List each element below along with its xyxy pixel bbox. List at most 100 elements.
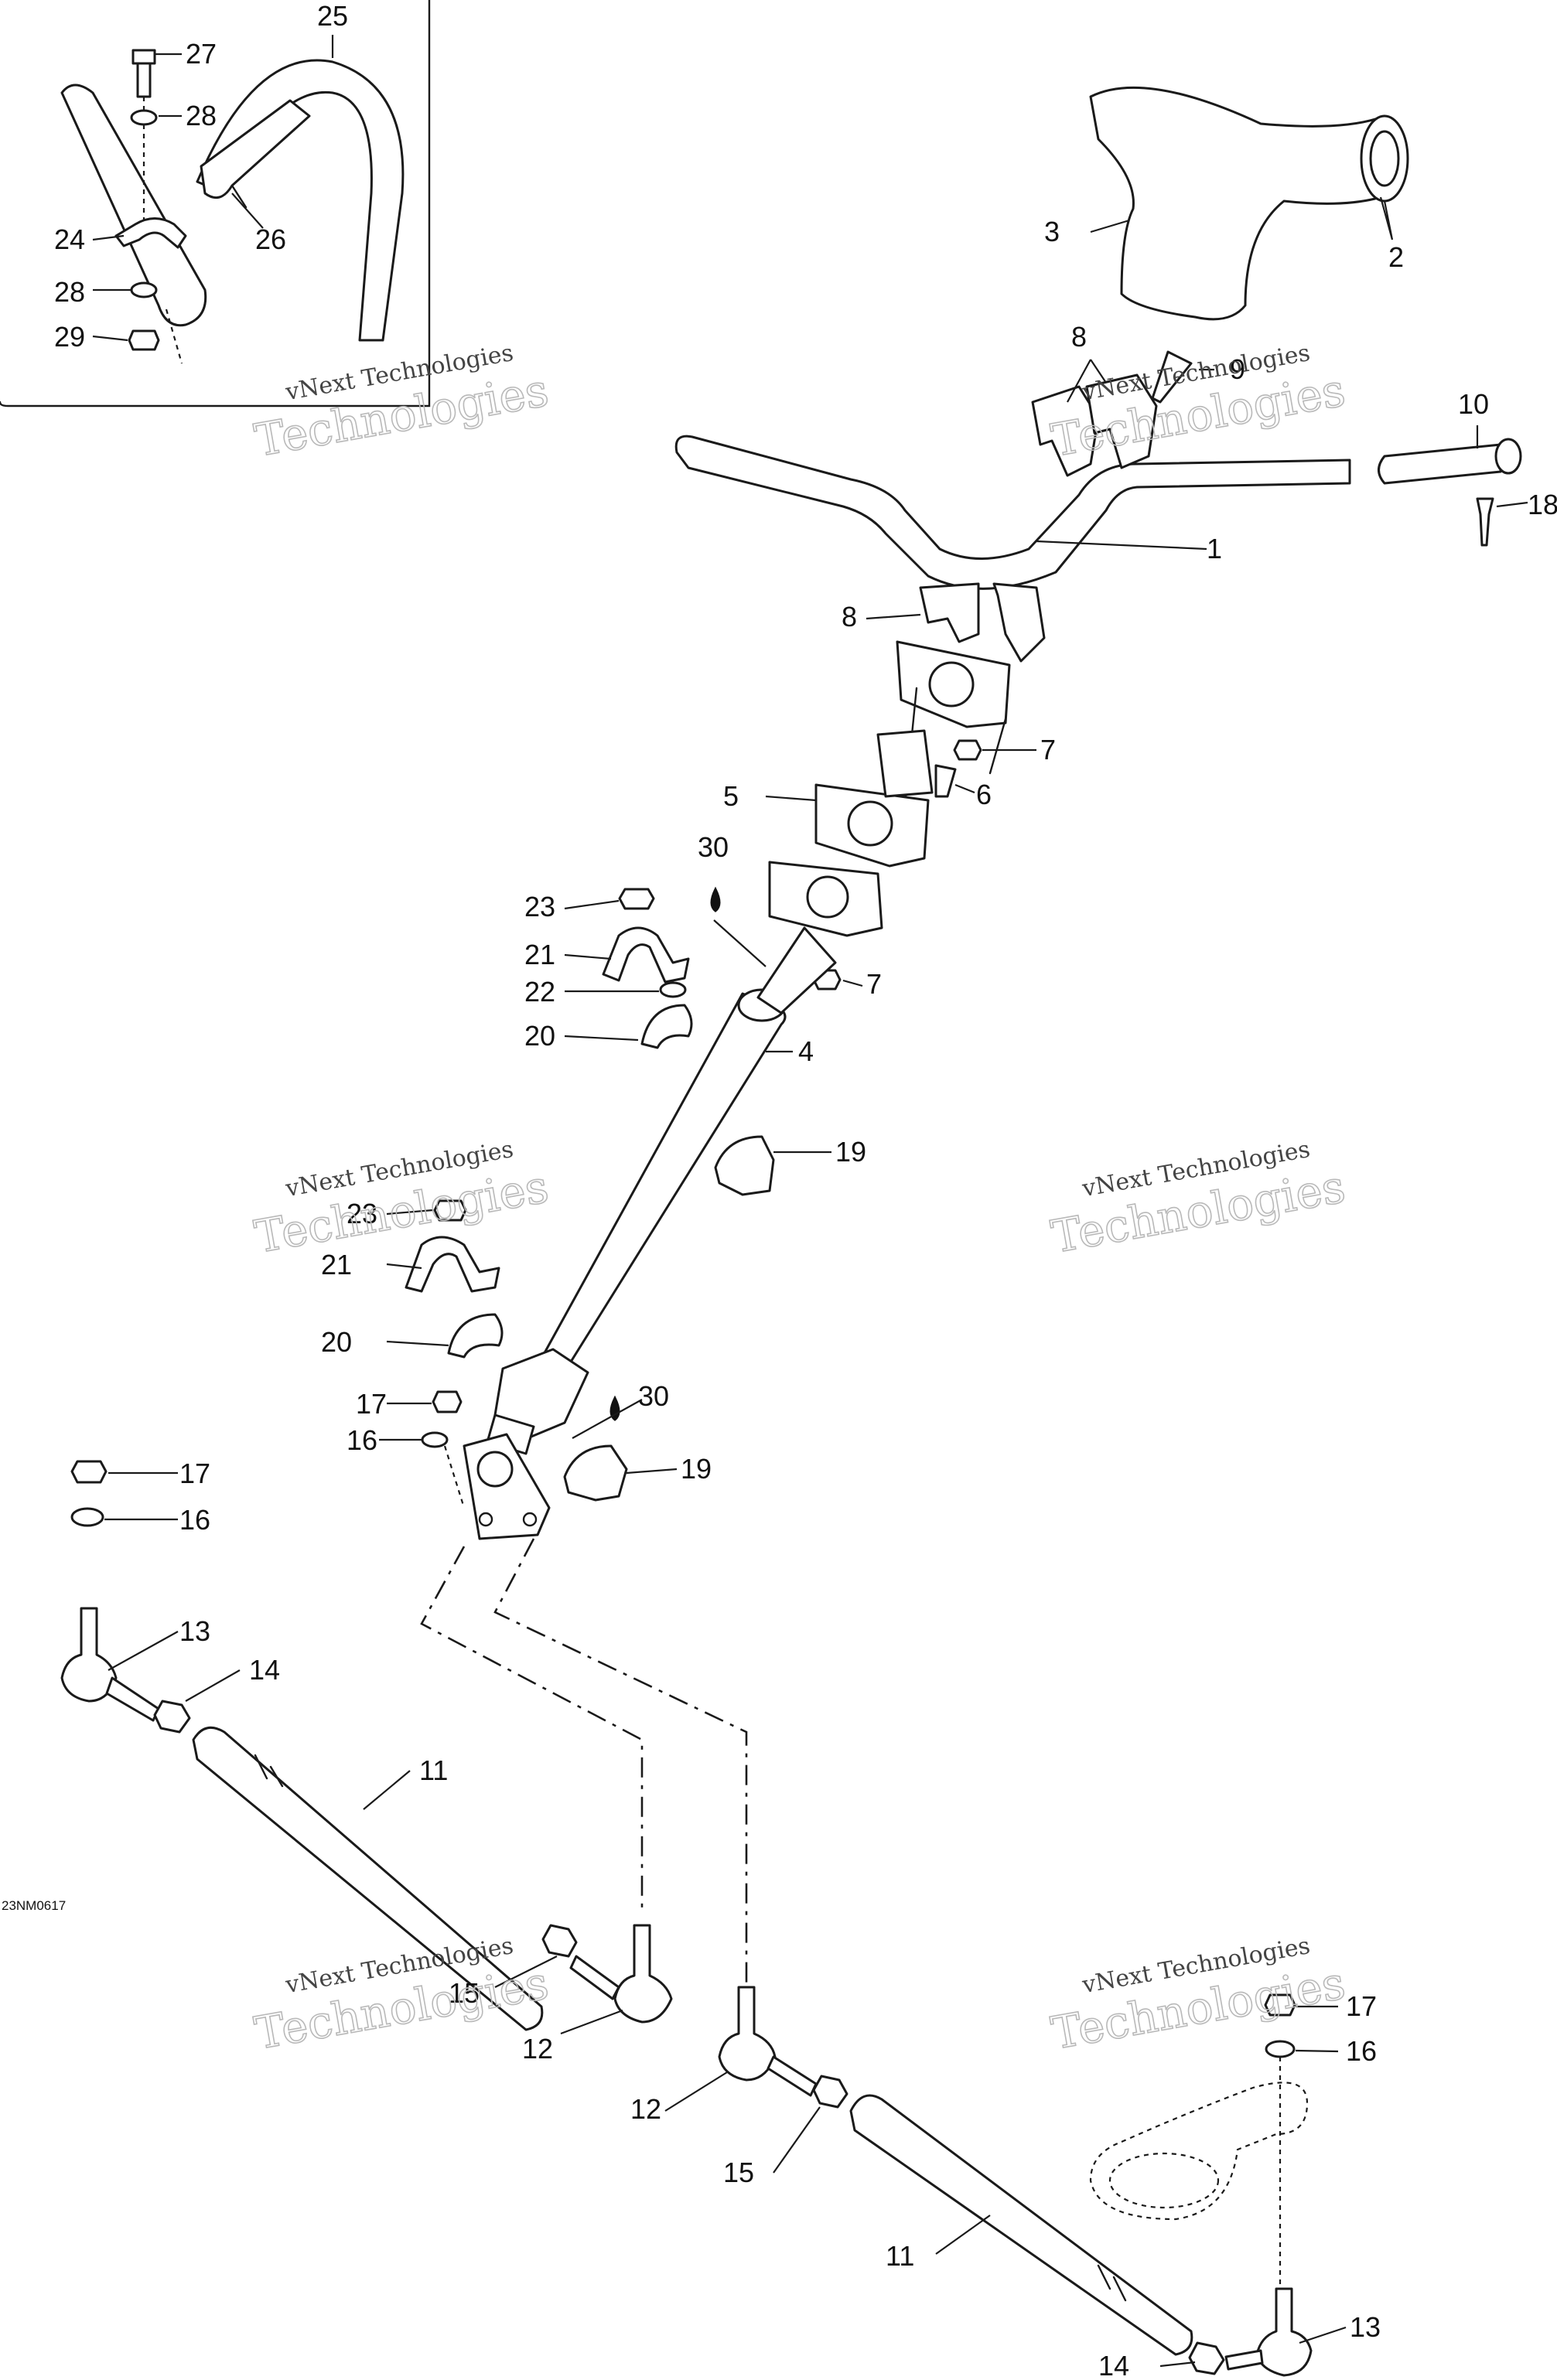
handlebar-cover-part-3 — [1089, 86, 1404, 321]
tie-rod-part-11a — [192, 1726, 544, 2031]
callout-13b: 13 — [1350, 2311, 1381, 2343]
washer-part-16b — [421, 1431, 449, 1448]
rivet-part-18 — [1476, 497, 1494, 547]
tie-rod-part-11b — [849, 2094, 1193, 2356]
callout-21a: 21 — [524, 939, 555, 970]
callout-17c: 17 — [1346, 1990, 1377, 2022]
ball-joint-part-13a — [60, 1607, 118, 1703]
callout-16c: 16 — [1346, 2035, 1377, 2067]
callout-12a: 12 — [522, 2033, 553, 2065]
lower-bearing-set — [405, 1199, 628, 1509]
bearing-half-part-20a — [640, 1004, 693, 1049]
callout-17b: 17 — [356, 1388, 387, 1420]
washer-part-28 — [130, 109, 158, 126]
callout-10: 10 — [1458, 388, 1489, 420]
drawing-code: 23NM0617 — [2, 1898, 66, 1913]
washer-part-16c — [1265, 2040, 1296, 2058]
callout-6: 6 — [976, 779, 992, 810]
bearing-half-part-20b — [447, 1313, 504, 1359]
callout-23b: 23 — [347, 1198, 377, 1229]
callout-8b: 8 — [842, 601, 857, 633]
bearing-clamp-part-21a — [602, 926, 690, 984]
nut-part-23b — [433, 1199, 467, 1222]
callout-22: 22 — [524, 976, 555, 1008]
callout-1: 1 — [1207, 533, 1222, 564]
handlebar-part-1 — [674, 435, 1351, 590]
callout-27: 27 — [186, 38, 217, 70]
jam-nut-part-15a — [541, 1924, 578, 1958]
jam-nut-part-15b — [812, 2075, 848, 2109]
callout-20a: 20 — [524, 1020, 555, 1052]
callout-5: 5 — [723, 780, 739, 812]
steering-arm-outline — [1089, 2082, 1309, 2221]
sleeve-block — [876, 729, 934, 798]
callout-19a: 19 — [835, 1136, 866, 1168]
callout-24: 24 — [54, 223, 85, 255]
callout-23a: 23 — [524, 891, 555, 922]
inset-handlebar-segment — [60, 84, 207, 327]
callout-11a: 11 — [419, 1754, 448, 1786]
callout-18: 18 — [1528, 489, 1557, 520]
ball-joint-part-12a — [613, 1924, 673, 2024]
bushing-part-19a — [714, 1135, 775, 1196]
watermarks: Technologies vNext Technologies Technolo… — [250, 339, 1349, 2061]
callout-14b: 14 — [1098, 2350, 1129, 2380]
bolt-part-6 — [934, 764, 957, 798]
washer-part-22 — [659, 981, 687, 998]
nut-part-23a — [618, 888, 655, 910]
callout-16b: 16 — [347, 1424, 377, 1456]
callout-19b: 19 — [681, 1453, 712, 1485]
callout-29: 29 — [54, 321, 85, 353]
loop-bar-part-25 — [196, 59, 405, 342]
callout-7b: 7 — [866, 968, 882, 1000]
callout-28b: 28 — [54, 276, 85, 308]
bolt-part-27 — [131, 49, 156, 65]
jam-nut-part-14b — [1188, 2341, 1225, 2375]
nut-part-29 — [128, 329, 160, 351]
callout-8a: 8 — [1071, 321, 1087, 353]
throttle-grip-part-10 — [1378, 443, 1502, 485]
callout-2: 2 — [1388, 241, 1404, 273]
bolt-part-9 — [1151, 350, 1193, 404]
callout-20b: 20 — [321, 1326, 352, 1358]
washer-part-16a — [70, 1507, 104, 1527]
bushing-part-19b — [563, 1444, 628, 1502]
nut-part-17c — [1264, 1993, 1296, 2017]
callout-21b: 21 — [321, 1249, 352, 1280]
callout-25: 25 — [317, 0, 348, 32]
callout-3: 3 — [1044, 216, 1060, 247]
ball-joint-part-13b — [1255, 2287, 1313, 2377]
inset-panel — [0, 0, 431, 407]
callout-4: 4 — [798, 1035, 814, 1067]
foam-pad-part-26 — [200, 99, 311, 199]
callout-28a: 28 — [186, 100, 217, 131]
callout-15a: 15 — [449, 1977, 480, 2009]
steering-plate — [463, 1433, 551, 1540]
callout-30b: 30 — [638, 1380, 669, 1412]
nut-part-7a — [953, 739, 982, 761]
upper-bearing-set — [602, 888, 775, 1196]
nut-part-17a — [70, 1460, 108, 1484]
clamp-part-24 — [114, 217, 187, 249]
callout-15b: 15 — [723, 2157, 754, 2188]
callout-12b: 12 — [630, 2093, 661, 2125]
ball-joint-part-12b — [718, 1986, 777, 2082]
upper-clamp-part-8 — [1031, 385, 1100, 477]
leader-lines — [92, 35, 1528, 2368]
callout-7a: 7 — [1040, 734, 1056, 765]
callout-14a: 14 — [249, 1654, 280, 1686]
bearing-clamp-part-21b — [405, 1236, 500, 1293]
callout-16a: 16 — [179, 1504, 210, 1536]
callout-9: 9 — [1230, 353, 1245, 385]
callout-13a: 13 — [179, 1615, 210, 1647]
nut-part-17b — [432, 1390, 463, 1413]
callout-11b: 11 — [886, 2240, 914, 2272]
grease-drop-icon — [710, 886, 721, 912]
callout-26: 26 — [255, 223, 286, 255]
jam-nut-part-14a — [153, 1700, 191, 1734]
lower-clamp-part-8 — [919, 582, 980, 643]
callout-30a: 30 — [698, 831, 729, 863]
washer-part-28b — [130, 281, 158, 298]
